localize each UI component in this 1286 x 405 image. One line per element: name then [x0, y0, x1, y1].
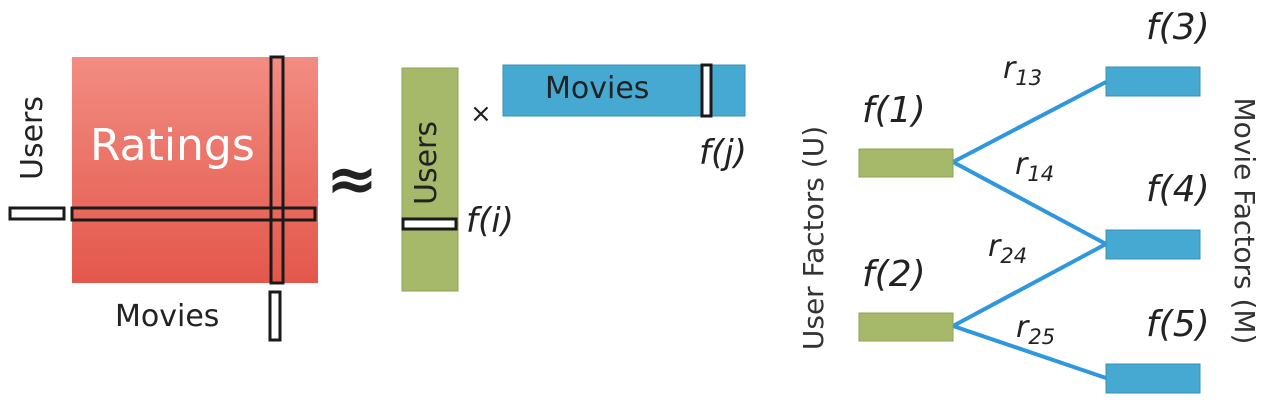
user-row-indicator: [8, 206, 66, 221]
user-factor-row-highlight: [401, 217, 458, 231]
ratings-row-highlight: [70, 206, 317, 222]
edge-r14: [952, 160, 1107, 246]
movie-factor-label: Movies: [545, 71, 650, 106]
user-vector-label: f(i): [466, 201, 514, 241]
edge-label-r24: r24: [988, 229, 1028, 268]
movie-node-5-label: f(5): [1146, 304, 1210, 345]
movie-node-4-label: f(4): [1146, 169, 1210, 210]
approx-symbol: ≈: [326, 142, 378, 215]
movie-node-3-label: f(3): [1146, 7, 1210, 48]
user-factor-matrix: [401, 67, 459, 292]
users-row-label: Users: [15, 95, 50, 180]
movie-factor-column-highlight: [700, 63, 713, 118]
ratings-column-highlight: [269, 55, 285, 285]
user-node-2: [858, 312, 954, 342]
user-node-2-label: f(2): [862, 254, 926, 295]
edge-r13: [952, 80, 1107, 164]
times-symbol: ×: [470, 99, 492, 129]
movie-node-3: [1105, 66, 1201, 97]
edge-r25: [952, 324, 1107, 380]
ratings-label: Ratings: [90, 120, 255, 171]
edge-r24: [952, 242, 1107, 328]
movie-factors-axis-label: Movie Factors (M): [1228, 97, 1261, 345]
user-factors-axis-label: User Factors (U): [797, 125, 830, 351]
ratings-matrix: [72, 57, 318, 283]
movie-column-indicator: [268, 290, 282, 342]
user-node-1: [858, 148, 954, 178]
movie-node-5: [1105, 363, 1201, 394]
movies-col-label: Movies: [115, 299, 220, 334]
user-factor-label: Users: [409, 121, 444, 206]
user-node-1-label: f(1): [862, 90, 926, 131]
edge-label-r13: r13: [1003, 51, 1043, 90]
edge-label-r14: r14: [1015, 147, 1055, 186]
edge-label-r25: r25: [1016, 310, 1056, 349]
movie-node-4: [1105, 229, 1201, 260]
movie-vector-label: f(j): [699, 133, 747, 173]
